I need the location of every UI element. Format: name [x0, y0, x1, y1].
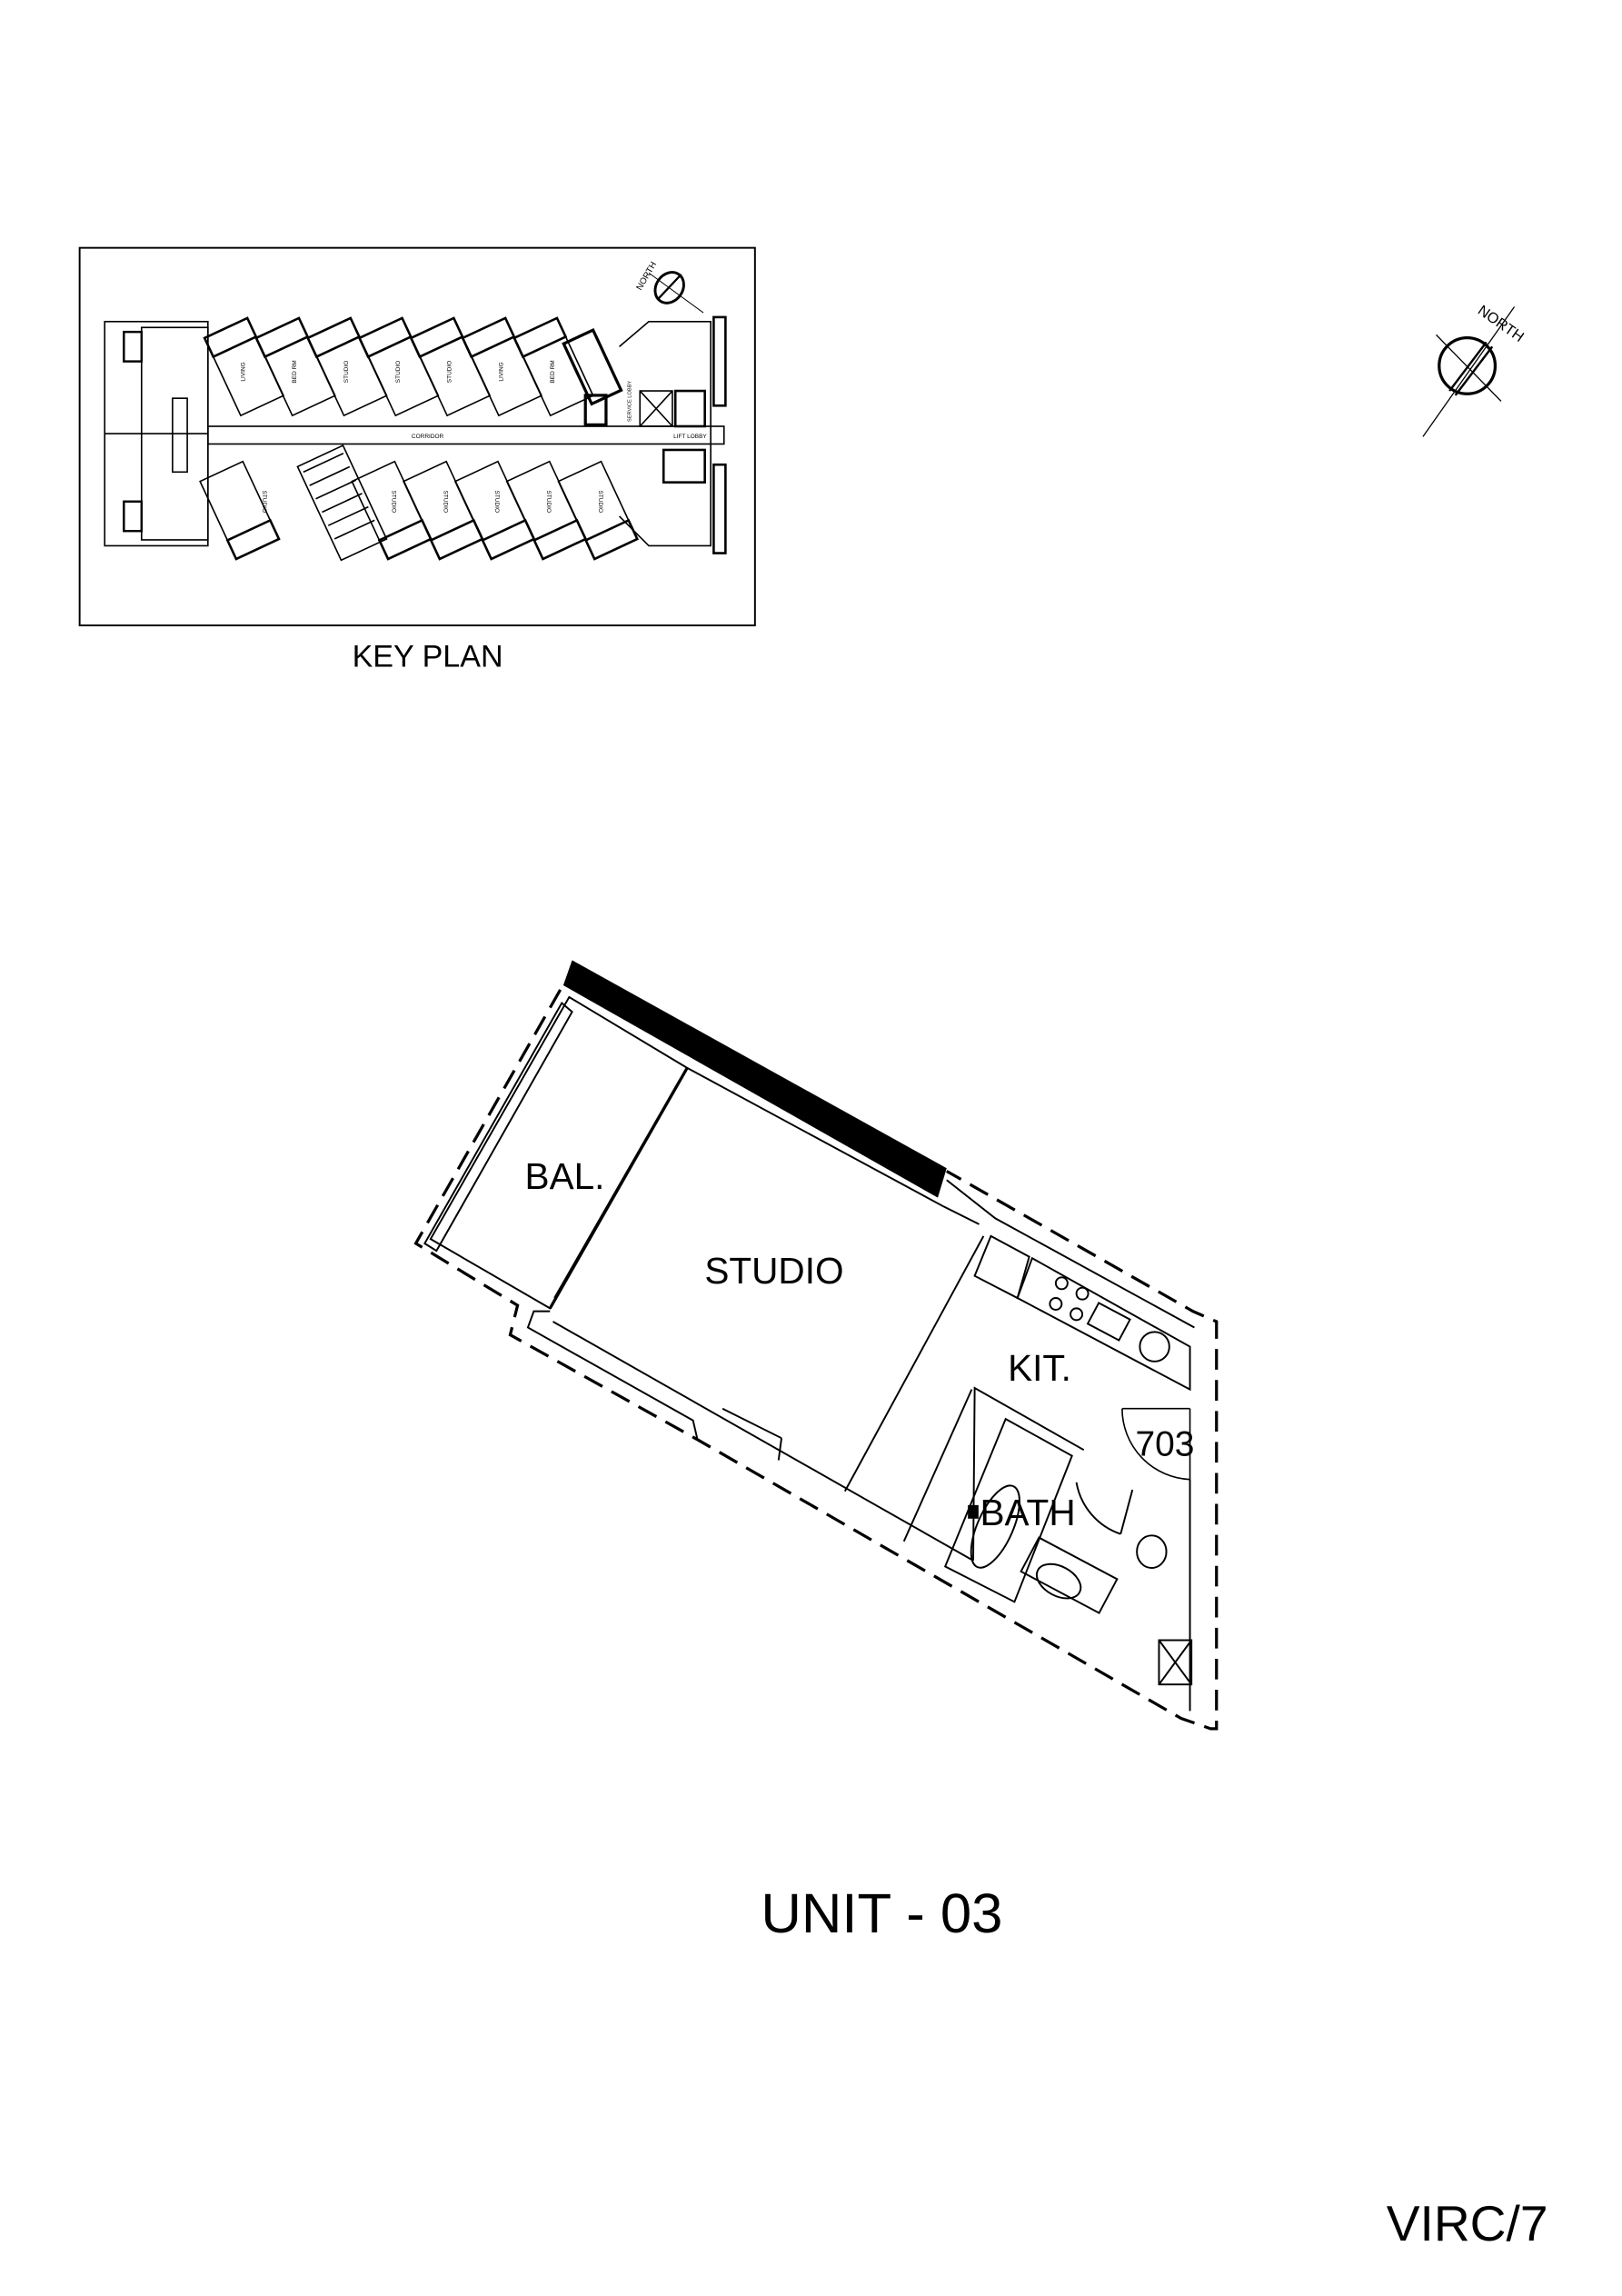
key-plan-east-core — [583, 315, 727, 554]
balcony-outline — [423, 995, 689, 1310]
unit-title: UNIT - 03 — [761, 1882, 1002, 1945]
svg-text:STUDIO: STUDIO — [493, 491, 500, 514]
sheet-reference: VIRC/7 — [1387, 2195, 1548, 2251]
svg-text:STUDIO: STUDIO — [447, 361, 453, 384]
key-plan-corridor-label: CORRIDOR — [412, 434, 444, 440]
svg-text:STUDIO: STUDIO — [597, 491, 603, 514]
svg-text:STUDIO: STUDIO — [261, 491, 267, 514]
svg-text:BED RM: BED RM — [550, 360, 556, 383]
key-plan-south-units — [199, 444, 640, 562]
key-plan-service-lobby-label: SERVICE LOBBY — [628, 381, 633, 422]
room-label-kitchen: KIT. — [1008, 1347, 1071, 1389]
svg-text:STUDIO: STUDIO — [442, 491, 448, 514]
svg-text:LIVING: LIVING — [498, 362, 504, 381]
unit-boundary-dashed — [413, 989, 1219, 1731]
studio-walls — [526, 1067, 985, 1562]
unit-03-floor-plan: BAL. STUDIO KIT. 703 BATH — [413, 960, 1219, 1731]
svg-text:STUDIO: STUDIO — [395, 361, 402, 384]
key-plan-north-arrow-icon — [648, 271, 704, 314]
key-plan: CORRIDOR LIFT LOBBY LIVING BED RM STUDIO… — [78, 246, 756, 674]
entry-door-703[interactable] — [1121, 1407, 1191, 1481]
key-plan-corridor — [206, 425, 725, 445]
key-plan-west-block — [104, 320, 209, 547]
svg-text:STUDIO: STUDIO — [545, 491, 552, 514]
exterior-wall — [562, 960, 947, 1198]
unit-number-703: 703 — [1135, 1425, 1194, 1464]
svg-text:BED RM: BED RM — [292, 360, 298, 383]
svg-text:STUDIO: STUDIO — [391, 491, 397, 514]
north-arrow-icon — [1422, 306, 1516, 437]
svg-text:LIVING: LIVING — [240, 362, 246, 381]
key-plan-north-unit-labels: LIVING BED RM STUDIO STUDIO STUDIO LIVIN… — [240, 360, 556, 383]
room-label-bath: BATH — [980, 1492, 1075, 1533]
north-label: NORTH — [1475, 302, 1527, 345]
room-label-studio: STUDIO — [704, 1250, 843, 1292]
key-plan-lift-lobby-label: LIFT LOBBY — [673, 434, 707, 440]
key-plan-frame — [78, 246, 756, 627]
key-plan-north-units — [203, 316, 623, 417]
bathroom-fixtures — [902, 1386, 1193, 1712]
kitchen-counter — [946, 1179, 1195, 1392]
key-plan-title: KEY PLAN — [353, 640, 503, 674]
room-label-balcony: BAL. — [525, 1155, 605, 1197]
key-plan-south-unit-labels: STUDIO STUDIO STUDIO STUDIO STUDIO STUDI… — [261, 491, 603, 514]
svg-text:STUDIO: STUDIO — [343, 361, 350, 384]
